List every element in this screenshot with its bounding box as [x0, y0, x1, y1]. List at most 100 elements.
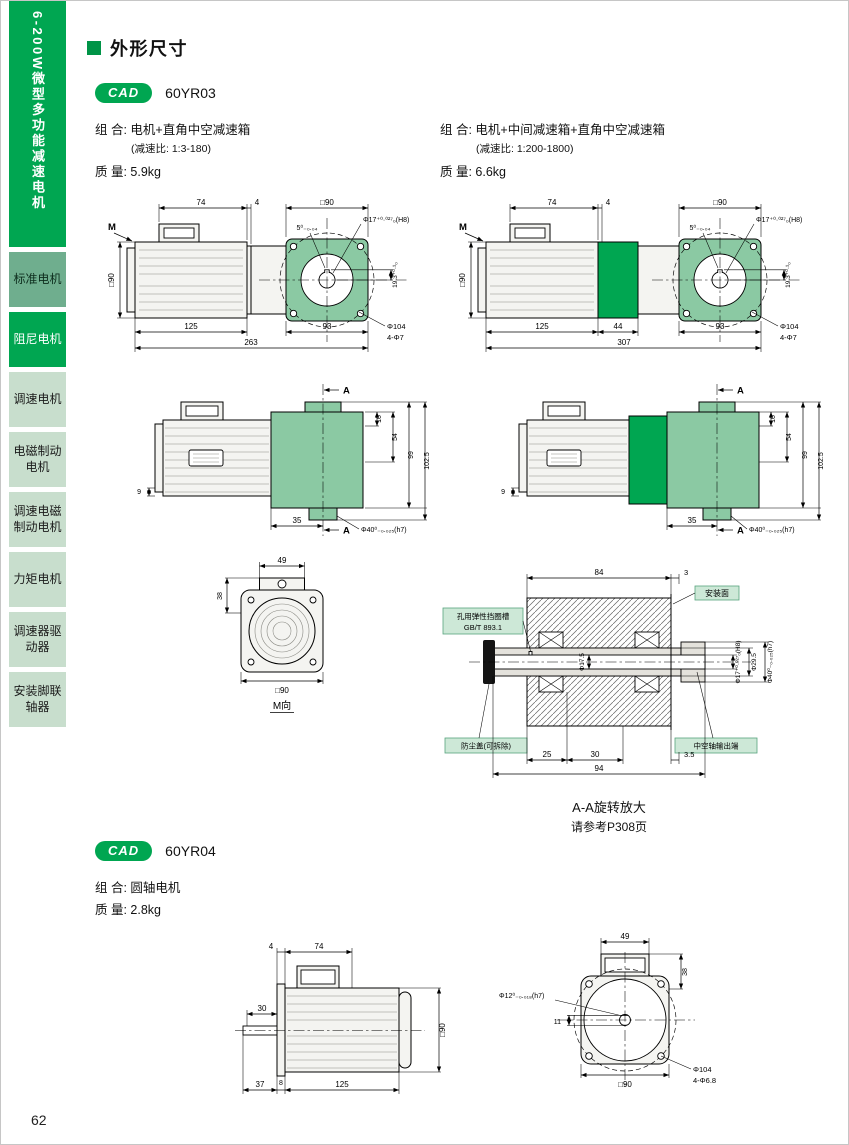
dim-label: 9: [137, 489, 141, 496]
drawing-row-round-shaft: 4 74 30 □90 37 8 125: [213, 926, 845, 1104]
section-label: A: [737, 526, 744, 537]
combo-label: 组 合: 电机+中间减速箱+直角中空减速箱: [440, 123, 666, 137]
drawing-side-view-1: A A 16 54 99 102.5 35: [137, 384, 431, 537]
dim-label: Φ17⁺⁰·⁰²⁷₀(H8): [734, 640, 742, 683]
mass-label: 质 量: 5.9kg: [95, 165, 161, 179]
dim-label: 94: [595, 764, 604, 773]
circlip-groove: [528, 651, 533, 656]
drawing-m-view: 49 38 □90 M向: [217, 556, 324, 713]
dim-label: Φ104: [693, 1065, 712, 1074]
drawing-top-view-2: 74 4 □90 Φ17⁺⁰·⁰²⁷₀(H8) 5⁰₋₀.₀₄ 19.3⁺⁰·¹…: [458, 198, 802, 352]
dim-label: 30: [591, 750, 600, 759]
dim-label: 54: [786, 433, 793, 441]
dim-label: 74: [315, 942, 324, 951]
section-reference[interactable]: 请参考P308页: [570, 820, 648, 834]
dim-label: 54: [392, 433, 399, 441]
drawing-round-side-view: 4 74 30 □90 37 8 125: [235, 942, 447, 1094]
dim-label: 30: [258, 1004, 267, 1013]
sidebar-item-damping[interactable]: 阻尼电机: [9, 312, 66, 367]
view-direction-label: M: [459, 222, 467, 233]
dim-label: 93: [716, 322, 725, 331]
dust-cover-label: 防尘盖(可拆除): [461, 741, 511, 751]
motor-front-view: [557, 952, 695, 1086]
intermediate-gearbox: [597, 241, 639, 319]
view-direction-label: M: [108, 222, 116, 233]
dim-label: Φ40⁰₋₀.₀₂₅(h7): [361, 526, 407, 534]
intermediate-gearbox: [628, 415, 668, 505]
dim-label: 16: [770, 415, 777, 423]
motor-rear-view: [240, 577, 324, 673]
sidebar-item-foot-coupling[interactable]: 安装脚联轴器: [9, 672, 66, 727]
dim-label: 19.3⁺⁰·¹₀: [391, 262, 399, 288]
dim-label: Φ12⁰₋₀.₀₁₈(h7): [499, 992, 544, 1000]
spec-columns-60yr04: 组 合: 圆轴电机 质 量: 2.8kg: [95, 877, 845, 918]
dim-label: 307: [617, 338, 631, 347]
sidebar-item-speed-em-brake[interactable]: 调速电磁制动电机: [9, 492, 66, 547]
mass-label: 质 量: 6.6kg: [440, 165, 506, 179]
sidebar: 6-200W微型多功能减速电机 标准电机 阻尼电机 调速电机 电磁制动电机 调速…: [9, 1, 66, 727]
dim-label: 4: [606, 198, 611, 207]
circlip-label: 孔用弹性挡圈槽: [457, 611, 510, 621]
ratio-label: (减速比: 1:200-1800): [476, 143, 574, 155]
dim-label: 49: [278, 556, 287, 565]
dim-label: 35: [293, 516, 302, 525]
dim-label: 4: [269, 942, 274, 951]
dim-label: 4-Φ7: [780, 333, 797, 342]
dim-label: Φ17⁺⁰·⁰²⁷₀(H8): [756, 216, 802, 224]
dim-label: 125: [184, 322, 198, 331]
dim-label: □90: [275, 686, 289, 695]
dimensions: 49 38 □90 M向: [217, 556, 324, 713]
combo-label: 组 合: 电机+直角中空减速箱: [95, 123, 251, 137]
dim-label: 8: [279, 1080, 283, 1087]
gearbox-side-view: [270, 384, 364, 536]
dim-label: 9: [501, 489, 505, 496]
sidebar-item-speed-control[interactable]: 调速电机: [9, 372, 66, 427]
drawing-round-front-view: 49 38 Φ12⁰₋₀.₀₁₈(h7) 11 Φ104 4-Φ6.8 □90: [499, 932, 716, 1089]
dim-label: □90: [458, 273, 467, 287]
motor-side-view: [235, 965, 425, 1077]
dim-label: Φ104: [387, 322, 406, 331]
bearing: [538, 631, 660, 693]
section-title: 外形尺寸: [87, 35, 845, 61]
page-number: 62: [31, 1112, 47, 1128]
dim-label: 3.5: [684, 750, 694, 759]
cad-badge[interactable]: CAD: [95, 83, 153, 103]
spec-variant-right: 组 合: 电机+中间减速箱+直角中空减速箱 (减速比: 1:200-1800) …: [440, 119, 785, 180]
dimensions: A A 16 54 99 102.5 35: [501, 386, 825, 537]
dim-label: Φ17⁺⁰·⁰²⁷₀(H8): [363, 216, 409, 224]
dim-label: Φ40⁰₋₀.₀₂₅(h7): [766, 641, 774, 683]
main-content: 外形尺寸 CAD 60YR03 组 合: 电机+直角中空减速箱 (减速比: 1:…: [73, 1, 845, 1104]
mass-label: 质 量: 2.8kg: [95, 903, 161, 917]
dim-label: 125: [535, 322, 549, 331]
sidebar-item-standard[interactable]: 标准电机: [9, 252, 66, 307]
dim-label: 99: [802, 451, 809, 459]
sidebar-series-title[interactable]: 6-200W微型多功能减速电机: [9, 1, 66, 247]
dim-label: 44: [614, 322, 623, 331]
gearbox-cross-section: [469, 594, 751, 730]
drawing-row-top-views: 74 4 □90 Φ17⁺⁰·⁰²⁷₀(H8) 5⁰₋₀.₀₄ 19.3⁺⁰·¹…: [101, 184, 845, 362]
dim-label: 263: [244, 338, 258, 347]
gearbox-side-view: [666, 384, 760, 536]
dim-label: 16: [376, 415, 383, 423]
circlip-label: GB/T 893.1: [464, 623, 502, 632]
dim-label: 74: [197, 198, 206, 207]
dim-label: 19.3⁺⁰·¹₀: [784, 262, 792, 288]
dimensions: 74 4 □90 Φ17⁺⁰·⁰²⁷₀(H8) 5⁰₋₀.₀₄ 19.3⁺⁰·¹…: [107, 198, 409, 352]
sidebar-item-em-brake[interactable]: 电磁制动电机: [9, 432, 66, 487]
cad-badge[interactable]: CAD: [95, 841, 153, 861]
dim-label: Φ40⁰₋₀.₀₂₅(h7): [749, 526, 795, 534]
dim-label: 4-Φ6.8: [693, 1076, 716, 1085]
dim-label: 3: [684, 568, 688, 577]
dim-label: 4-Φ7: [387, 333, 404, 342]
m-view-block: 49 38 □90 M向: [211, 552, 361, 725]
dim-label: □90: [713, 198, 727, 207]
combo-label: 组 合: 圆轴电机: [95, 881, 181, 895]
sidebar-item-torque[interactable]: 力矩电机: [9, 552, 66, 607]
gearbox-top-view: [637, 218, 800, 342]
title-bullet-icon: [87, 41, 101, 55]
drawing-aa-section: 84 3 安装面 孔用弹性挡圈槽 GB/T 893.1 Φ17.5: [442, 568, 774, 778]
dim-label: Φ104: [780, 322, 799, 331]
cad-row-60yr04: CAD 60YR04: [95, 841, 845, 861]
sidebar-item-controller-driver[interactable]: 调速器驱动器: [9, 612, 66, 667]
